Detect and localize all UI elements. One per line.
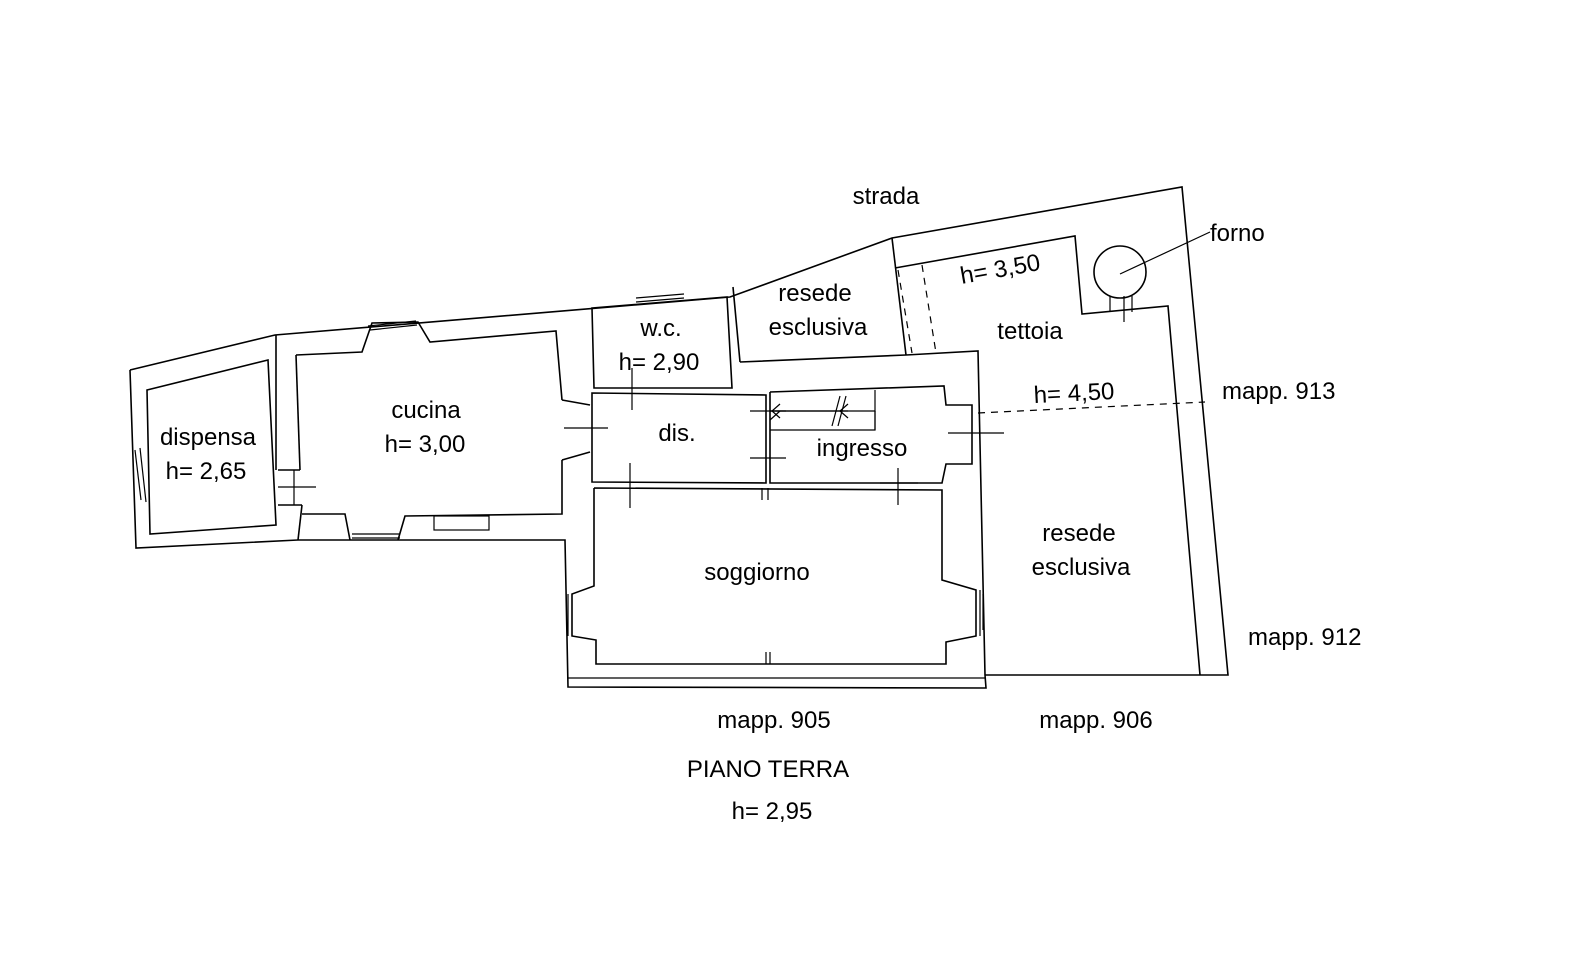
wall-building-east — [732, 286, 986, 676]
label-mapp-912: mapp. 912 — [1248, 624, 1361, 651]
label-wc: w.c. — [639, 315, 681, 342]
label-ingresso: ingresso — [817, 435, 908, 462]
label-wc-height: h= 2,90 — [619, 349, 700, 376]
area-tettoia — [891, 235, 1206, 676]
label-strada: strada — [853, 183, 920, 210]
plan-title: PIANO TERRA — [687, 756, 849, 783]
room-ingresso — [769, 385, 1004, 505]
label-resede-top-2: esclusiva — [769, 314, 868, 341]
label-courtyard-height: h= 4,50 — [1033, 378, 1115, 409]
room-wc — [591, 293, 733, 410]
label-forno: forno — [1210, 220, 1265, 247]
label-cucina-height: h= 3,00 — [385, 431, 466, 458]
label-resede-right-1: resede — [1042, 520, 1115, 547]
label-dispensa-height: h= 2,65 — [166, 458, 247, 485]
room-dis — [591, 392, 786, 508]
label-resede-right-2: esclusiva — [1032, 554, 1131, 581]
label-tettoia: tettoia — [997, 318, 1063, 345]
labels: strada forno resede esclusiva h= 3,50 te… — [160, 183, 1361, 825]
label-cucina: cucina — [391, 397, 461, 424]
label-mapp-905: mapp. 905 — [717, 707, 830, 734]
label-dispensa: dispensa — [160, 424, 257, 451]
label-resede-top-1: resede — [778, 280, 851, 307]
label-soggiorno: soggiorno — [704, 559, 809, 586]
room-cucina — [295, 320, 608, 541]
room-dispensa — [134, 358, 277, 535]
label-dis: dis. — [658, 420, 695, 447]
label-mapp-913: mapp. 913 — [1222, 378, 1335, 405]
forno-oven — [1093, 231, 1211, 322]
wall-dispensa-cucina — [275, 335, 316, 541]
label-mapp-906: mapp. 906 — [1039, 707, 1152, 734]
plan-title-height: h= 2,95 — [732, 798, 813, 825]
